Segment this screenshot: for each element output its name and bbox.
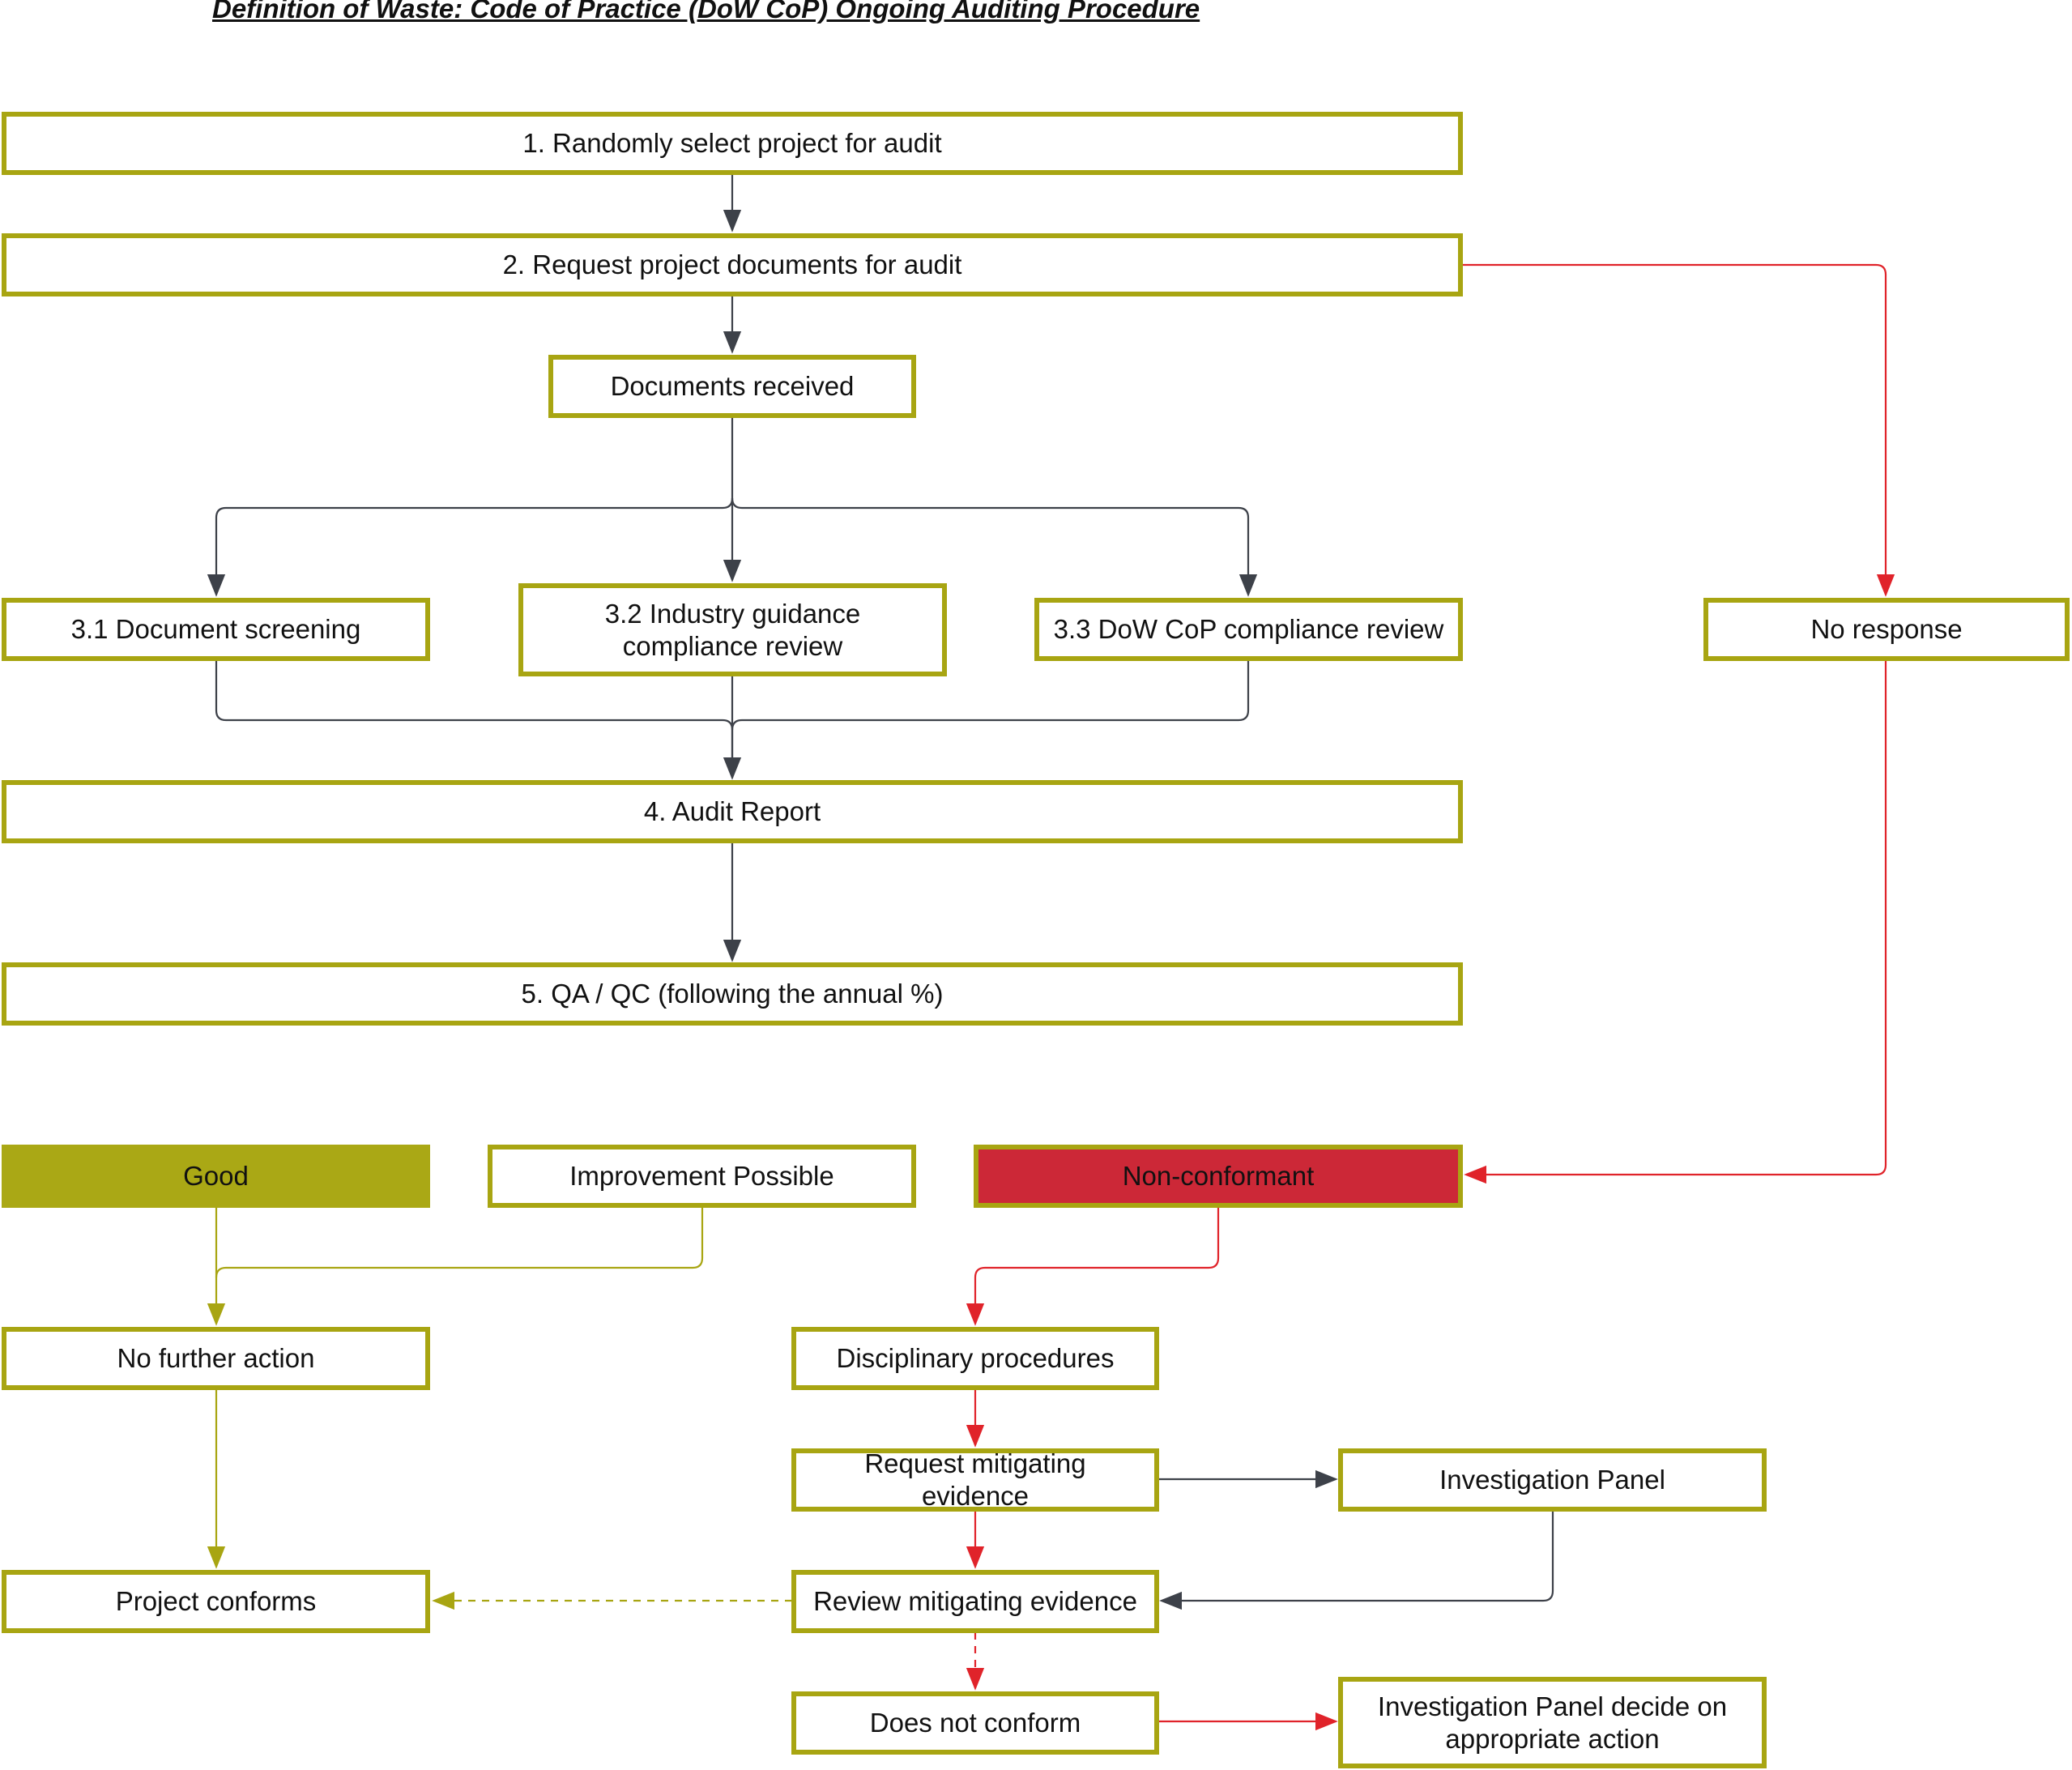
edge-nonconformant-disciplinary [966, 1208, 1220, 1326]
diagram-title: Definition of Waste: Code of Practice (D… [212, 0, 1200, 23]
step-5-qa-qc: 5. QA / QC (following the annual %) [2, 962, 1463, 1026]
edge-3-1-step4 [215, 660, 742, 780]
outcome-improvement-possible: Improvement Possible [488, 1145, 916, 1208]
edge-improvement-no-further-action [215, 1208, 704, 1278]
edge-no-response-nonconformant [1464, 660, 1887, 1184]
edge-investigation-review [1159, 1511, 1554, 1610]
no-response: No response [1703, 598, 2070, 661]
investigation-panel: Investigation Panel [1338, 1448, 1767, 1512]
step-4-audit-report: 4. Audit Report [2, 780, 1463, 843]
disciplinary-procedures: Disciplinary procedures [791, 1327, 1159, 1390]
step-3-2-industry-guidance-review: 3.2 Industry guidance compliance review [518, 583, 947, 676]
outcome-non-conformant: Non-conformant [974, 1145, 1463, 1208]
review-mitigating-evidence: Review mitigating evidence [791, 1570, 1159, 1633]
step-1-select-project: 1. Randomly select project for audit [2, 112, 1463, 175]
request-mitigating-evidence: Request mitigating evidence [791, 1448, 1159, 1512]
documents-received: Documents received [548, 355, 916, 418]
does-not-conform: Does not conform [791, 1691, 1159, 1755]
no-further-action: No further action [2, 1327, 430, 1390]
step-2-request-documents: 2. Request project documents for audit [2, 233, 1463, 296]
project-conforms: Project conforms [2, 1570, 430, 1633]
step-3-3-dow-cop-review: 3.3 DoW CoP compliance review [1034, 598, 1463, 661]
step-3-1-document-screening: 3.1 Document screening [2, 598, 430, 661]
outcome-good: Good [2, 1145, 430, 1208]
edge-step2-no-response [1463, 263, 1895, 597]
investigation-panel-decide: Investigation Panel decide on appropriat… [1338, 1677, 1767, 1768]
edge-documents-3-1 [207, 417, 734, 597]
edge-documents-3-3 [731, 497, 1258, 597]
edge-3-3-step4 [731, 660, 1250, 731]
